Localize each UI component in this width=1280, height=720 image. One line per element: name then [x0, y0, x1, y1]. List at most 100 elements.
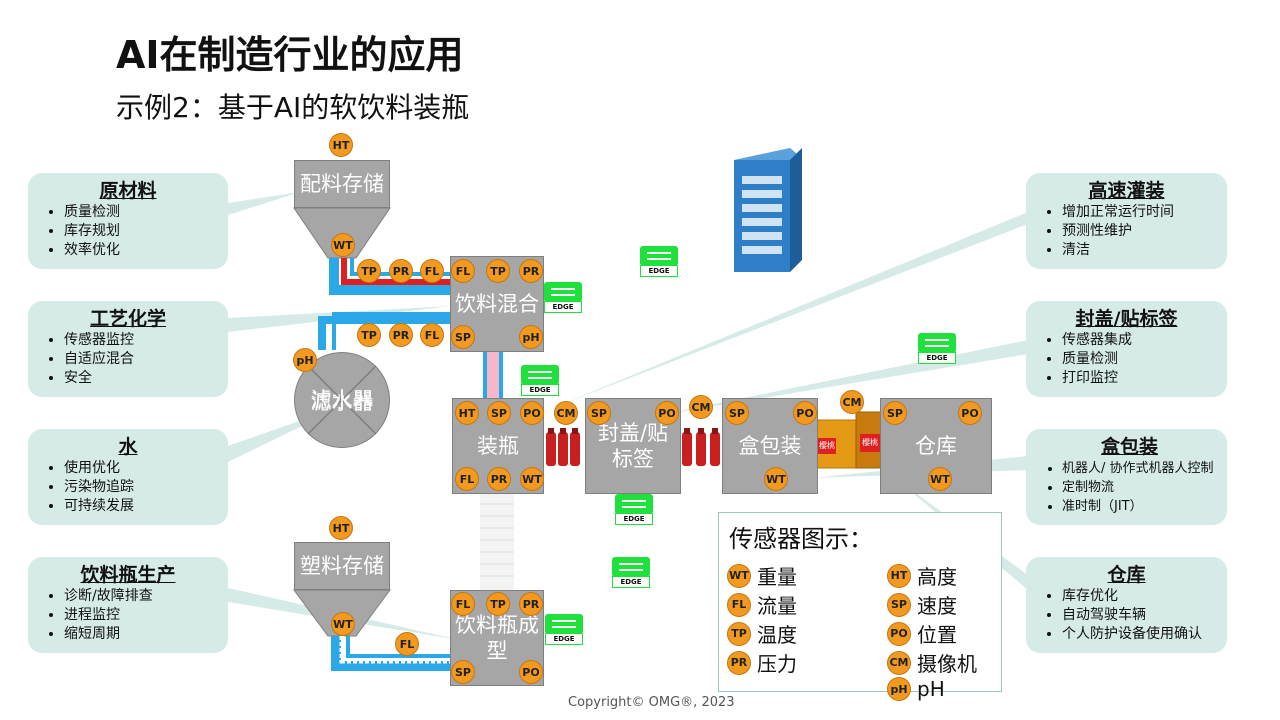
callout-cap-label: 封盖/贴标签 传感器集成 质量检测 打印监控: [1026, 301, 1227, 397]
connector-high-speed-fill: [560, 212, 1028, 405]
edge-device-icon: EDGE: [521, 365, 559, 397]
legend-sensor-icon: FL: [727, 592, 751, 617]
sensor-ph-mix: pH: [519, 325, 543, 349]
sensor-cm-cap: CM: [689, 395, 713, 419]
filter-label-overlay: 滤水器: [310, 390, 374, 414]
sensor-cm-bottling: CM: [554, 401, 578, 425]
callout-title: 原材料: [99, 180, 157, 202]
station-plastic-storage: 塑料存储: [294, 542, 390, 590]
sensor-sp-forming: SP: [451, 660, 475, 684]
pipe-ingredient-inner: [350, 258, 452, 276]
callout-title: 盒包装: [1100, 436, 1158, 458]
sensor-fl-pipe-water: FL: [420, 323, 444, 347]
sensor-fl-bottling: FL: [455, 467, 479, 491]
legend-label: 高度: [917, 565, 957, 589]
pipe-ingredient-outer: [329, 258, 452, 295]
page-subtitle: 示例2：基于AI的软饮料装瓶: [116, 91, 470, 124]
copyright-text: Copyright© OMG®, 2023: [568, 695, 735, 710]
page-title: AI在制造行业的应用: [116, 33, 464, 77]
legend-item: CM 摄像机: [887, 648, 977, 677]
callout-item: 质量检测: [64, 203, 218, 222]
sensor-ht-plastic: HT: [329, 516, 353, 540]
callout-item: 自适应混合: [64, 350, 218, 369]
legend-sensor-icon: PO: [887, 621, 911, 646]
sensor-fl-plastic-pipe: FL: [395, 632, 419, 656]
callout-item: 质量检测: [1062, 350, 1217, 369]
sensor-wt-bottling: WT: [520, 467, 544, 491]
sensor-pr-mix: PR: [519, 259, 543, 283]
edge-device-icon: EDGE: [545, 614, 583, 646]
callout-item: 预测性维护: [1062, 222, 1217, 241]
bottles-cap-to-box: [682, 428, 720, 466]
callout-item: 机器人/ 协作式机器人控制: [1062, 459, 1223, 478]
sensor-pr-pipe-top: PR: [389, 259, 413, 283]
sensor-pr-bottling: PR: [487, 467, 511, 491]
callout-item: 传感器监控: [64, 331, 218, 350]
edge-device-icon: EDGE: [918, 333, 956, 365]
pipe-plastic-pellets: [339, 636, 452, 664]
legend-item: PO 位置: [887, 619, 957, 648]
pipe-water-to-mix-2: [332, 312, 452, 350]
callout-item: 诊断/故障排查: [64, 587, 218, 606]
station-ingredient-storage: 配料存储: [294, 160, 390, 208]
sensor-wt-plastic: WT: [331, 612, 355, 636]
callout-item: 库存规划: [64, 222, 218, 241]
sensor-fl-pipe-top: FL: [420, 259, 444, 283]
sensor-ht-ingredient: HT: [329, 133, 353, 157]
edge-device-icon: EDGE: [544, 282, 582, 314]
legend-sensor-icon: HT: [887, 563, 911, 588]
callout-process-chem: 工艺化学 传感器监控 自适应混合 安全: [28, 301, 228, 397]
sensor-wt-box: WT: [764, 467, 788, 491]
callout-raw-material: 原材料 质量检测 库存规划 效率优化: [28, 173, 228, 269]
callout-bottle-prod: 饮料瓶生产 诊断/故障排查 进程监控 缩短周期: [28, 557, 228, 653]
callout-item: 缩短周期: [64, 625, 218, 644]
callout-item: 定制物流: [1062, 478, 1223, 497]
callout-item: 库存优化: [1062, 587, 1217, 606]
callout-item: 进程监控: [64, 606, 218, 625]
callout-item: 准时制（JIT）: [1062, 497, 1223, 516]
cargo-boxes: [815, 411, 885, 469]
callout-warehouse: 仓库 库存优化 自动驾驶车辆 个人防护设备使用确认: [1026, 557, 1227, 653]
legend-label: 温度: [757, 623, 797, 647]
callout-item: 个人防护设备使用确认: [1062, 625, 1217, 644]
legend-sensor-icon: pH: [887, 677, 911, 701]
callout-item: 传感器集成: [1062, 331, 1217, 350]
pipe-plastic-outer: [331, 636, 452, 671]
sensor-sp-bottling: SP: [487, 401, 511, 425]
bottles-bottling-to-cap: [546, 428, 580, 466]
legend-label: 速度: [917, 594, 957, 618]
pipe-ingredient-red: [341, 258, 452, 285]
legend-item: FL 流量: [727, 590, 797, 619]
sensor-po-forming: PO: [519, 660, 543, 684]
box-label-2: 樱桃: [862, 438, 878, 447]
callout-item: 可持续发展: [64, 497, 218, 516]
sensor-pr-forming: PR: [519, 592, 543, 616]
sensor-sp-mix: SP: [451, 325, 475, 349]
sensor-legend: 传感器图示： WT 重量 FL 流量 TP 温度 PR 压力 HT 高度 SP …: [718, 512, 1002, 701]
sensor-ht-bottling: HT: [455, 401, 479, 425]
sensor-tp-pipe-top: TP: [357, 259, 381, 283]
legend-title: 传感器图示：: [729, 525, 873, 553]
sensor-sp-warehouse: SP: [883, 401, 907, 425]
sensor-cm-box: CM: [840, 390, 864, 414]
sensor-po-warehouse: PO: [958, 401, 982, 425]
callout-water: 水 使用优化 污染物追踪 可持续发展: [28, 429, 228, 525]
edge-device-icon: EDGE: [612, 557, 650, 589]
callout-item: 清洁: [1062, 241, 1217, 260]
sensor-wt-ingredient: WT: [331, 233, 355, 257]
callout-high-speed-fill: 高速灌装 增加正常运行时间 预测性维护 清洁: [1026, 173, 1227, 269]
pipe-plastic-inner: [346, 636, 452, 658]
legend-sensor-icon: CM: [887, 650, 911, 675]
connector-raw-material: [228, 192, 300, 215]
legend-item: PR 压力: [727, 648, 797, 677]
box-label-1: 樱桃: [819, 441, 835, 450]
pipe-mix-to-bottle: [487, 352, 499, 398]
sensor-po-bottling: PO: [520, 401, 544, 425]
sensor-fl-mix: FL: [451, 259, 475, 283]
callout-item: 污染物追踪: [64, 478, 218, 497]
legend-label: 位置: [917, 623, 957, 647]
callout-title: 封盖/贴标签: [1075, 308, 1178, 330]
pipe-mix-to-bottle-left: [483, 352, 487, 398]
legend-item: TP 温度: [727, 619, 797, 648]
legend-label: 重量: [757, 565, 797, 589]
